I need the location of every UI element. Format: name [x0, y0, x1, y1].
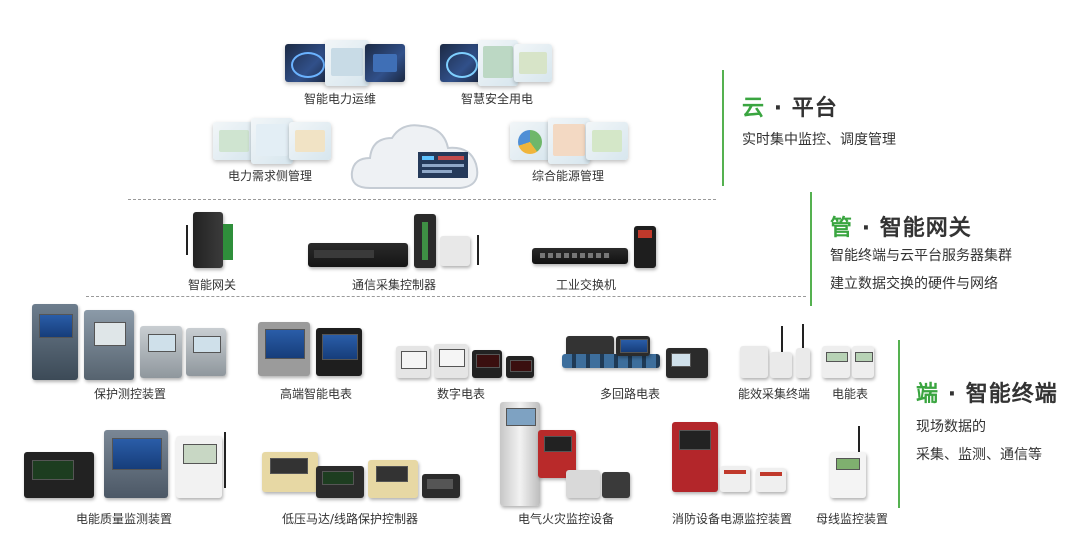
antenna-icon	[477, 235, 479, 265]
antenna-icon	[858, 426, 860, 460]
gateway-tier-desc-line: 建立数据交换的硬件与网络	[830, 276, 998, 292]
gateway-tier-desc-line: 智能终端与云平台服务器集群	[830, 248, 1012, 264]
gateway-tier-bar	[810, 192, 812, 306]
divider-line	[128, 199, 716, 200]
comm-controller-unit	[440, 236, 470, 266]
cloud-tier-title: 云 · 平台	[742, 96, 838, 121]
protection-relay-device	[32, 304, 78, 380]
terminal-item-label: 母线监控装置	[815, 512, 889, 526]
terminal-tier-bar	[898, 340, 900, 508]
multi-circuit-meter-device	[562, 354, 660, 368]
motor-protector-device	[262, 452, 318, 492]
terminal-item-label: 多回路电表	[599, 387, 661, 401]
cloud-icon	[350, 124, 479, 189]
cloud-item-label: 电力需求侧管理	[227, 169, 313, 183]
digital-meter-device	[396, 346, 430, 378]
motor-protector-device	[316, 466, 364, 498]
energy-meter-device	[852, 346, 874, 378]
terminal-tier-desc-line: 采集、监测、通信等	[916, 447, 1042, 463]
efficiency-collector-device	[796, 348, 810, 378]
gateway-item-label: 智能网关	[187, 278, 237, 292]
terminal-item-label: 消防设备电源监控装置	[671, 512, 793, 526]
motor-protector-device	[422, 474, 460, 498]
cloud-item-label: 综合能源管理	[531, 169, 605, 183]
protection-relay-device	[140, 326, 182, 378]
smart-gateway-device	[193, 212, 233, 268]
power-quality-device	[176, 436, 222, 498]
fire-power-monitor-module	[720, 466, 750, 492]
fire-power-monitor-module	[756, 468, 786, 492]
fire-monitor-kiosk	[500, 402, 540, 506]
power-quality-device	[104, 430, 168, 498]
terminal-item-label: 能效采集终端	[737, 387, 811, 401]
divider-line	[86, 296, 806, 297]
gateway-tier-title: 管 · 智能网关	[830, 216, 972, 241]
high-end-meter-device	[316, 328, 362, 376]
energy-mgmt-screens	[510, 118, 628, 164]
industrial-switch-dinrail	[634, 226, 656, 268]
high-end-meter-device	[258, 322, 310, 376]
fire-monitor-panel	[538, 430, 576, 478]
protection-relay-device	[84, 310, 134, 380]
terminal-item-label: 电气火灾监控设备	[517, 512, 615, 526]
comm-controller-module	[414, 214, 436, 268]
digital-meter-device	[434, 344, 468, 378]
cloud-tier-desc: 实时集中监控、调度管理	[742, 132, 896, 148]
fire-power-monitor-panel	[672, 422, 718, 492]
multi-circuit-meter-device	[616, 336, 650, 356]
cloud-item-label: 智慧安全用电	[460, 92, 534, 106]
terminal-tier-desc-line: 现场数据的	[916, 419, 986, 435]
terminal-item-label: 高端智能电表	[279, 387, 353, 401]
cloud-tier-bar	[722, 70, 724, 186]
antenna-icon	[781, 326, 783, 352]
multi-circuit-meter-device	[666, 348, 708, 378]
terminal-item-label: 低压马达/线路保护控制器	[281, 512, 419, 526]
terminal-tier-title: 端 · 智能终端	[916, 382, 1058, 407]
busbar-monitor-device	[830, 452, 866, 498]
antenna-icon	[186, 225, 188, 255]
efficiency-collector-device	[770, 352, 792, 378]
smart-safe-power-screens	[440, 40, 552, 86]
demand-side-screens	[213, 118, 331, 164]
antenna-icon	[802, 324, 804, 348]
motor-protector-device	[368, 460, 418, 498]
comm-controller-rack	[308, 243, 408, 267]
gateway-item-label: 工业交换机	[555, 278, 617, 292]
antenna-icon	[224, 432, 226, 488]
fire-monitor-meter	[602, 472, 630, 498]
terminal-item-label: 电能表	[831, 387, 869, 401]
smart-power-ops-screens	[285, 40, 405, 86]
digital-meter-device	[472, 350, 502, 378]
industrial-switch-rack	[532, 248, 628, 264]
protection-relay-device	[186, 328, 226, 376]
digital-meter-device	[506, 356, 534, 378]
terminal-item-label: 电能质量监测装置	[75, 512, 173, 526]
terminal-item-label: 数字电表	[436, 387, 486, 401]
gateway-item-label: 通信采集控制器	[351, 278, 437, 292]
efficiency-collector-device	[740, 346, 768, 378]
cloud-item-label: 智能电力运维	[303, 92, 377, 106]
terminal-item-label: 保护测控装置	[93, 387, 167, 401]
energy-meter-device	[822, 346, 850, 378]
power-quality-device	[24, 452, 94, 498]
fire-monitor-meter	[566, 470, 600, 498]
